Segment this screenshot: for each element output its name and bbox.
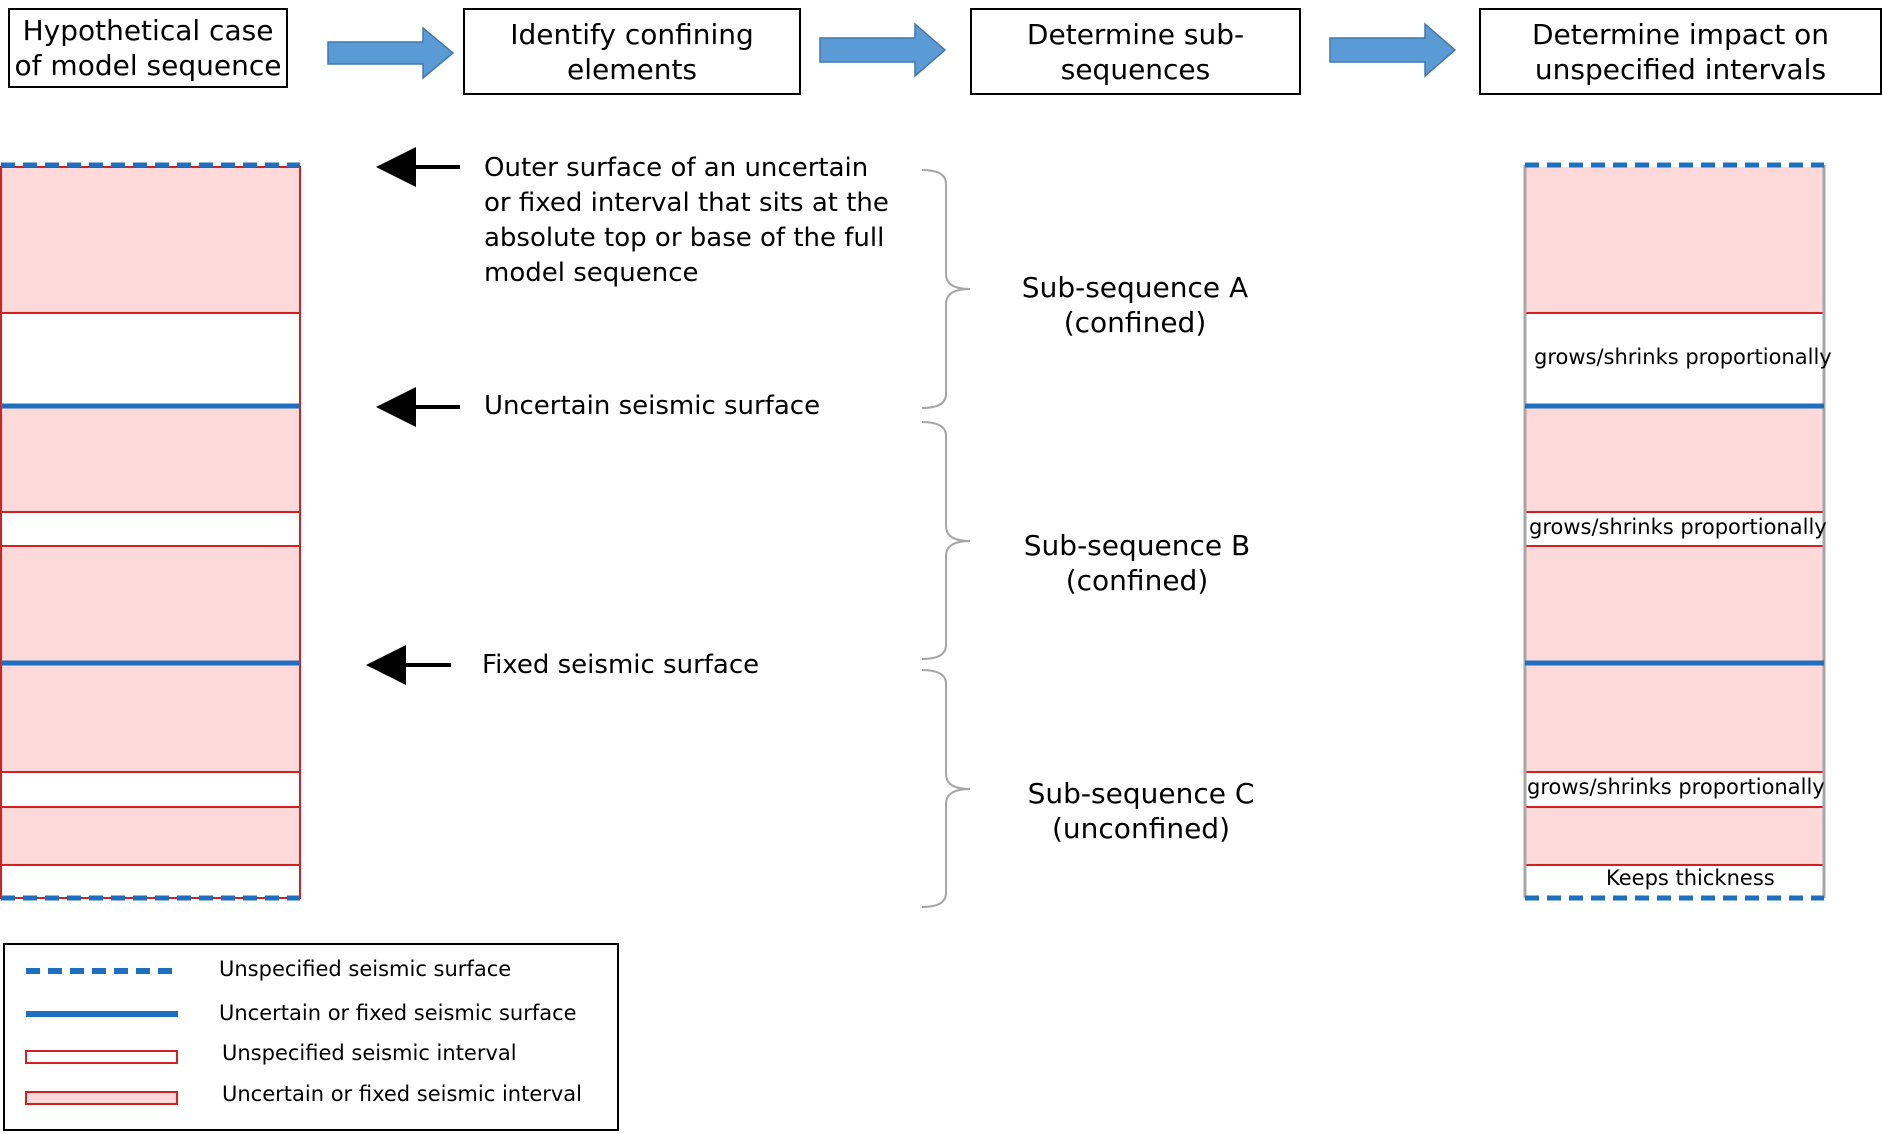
legend-label-uncertain-fixed-surface: Uncertain or fixed seismic surface — [219, 1001, 577, 1025]
annotation-fixed-surface: Fixed seismic surface — [482, 650, 760, 680]
step-label: Hypothetical case of model sequence — [14, 14, 282, 82]
impact-interval-unspecified-4 — [1526, 865, 1823, 898]
interval-unspecified-2 — [0, 511, 301, 547]
legend-swatch-uncertain-fixed-interval — [25, 1091, 178, 1105]
annotation-outer-surface: Outer surface of an uncertain or fixed i… — [484, 153, 889, 288]
legend-label-unspecified-surface: Unspecified seismic surface — [219, 957, 512, 981]
impact-interval-unspecified-1 — [1526, 313, 1823, 406]
flow-arrow-1-icon — [327, 26, 455, 80]
interval-uncertain-5 — [0, 806, 301, 866]
impact-label-grows-a: grows/shrinks proportionally — [1534, 345, 1832, 369]
interval-unspecified-1 — [0, 312, 301, 407]
subsequence-b-label: Sub-sequence B (confined) — [1023, 529, 1251, 597]
interval-uncertain-1 — [0, 166, 301, 314]
impact-interval-uncertain-4 — [1526, 807, 1823, 865]
interval-unspecified-3 — [0, 771, 301, 808]
brace-subsequence-c-icon — [921, 669, 971, 908]
legend-label-unspecified-interval: Unspecified seismic interval — [222, 1041, 517, 1065]
interval-uncertain-2 — [0, 405, 301, 513]
impact-interval-uncertain-2 — [1526, 406, 1823, 512]
impact-interval-unspecified-3 — [1526, 772, 1823, 807]
brace-subsequence-b-icon — [921, 421, 971, 660]
subsequence-a-label: Sub-sequence A (confined) — [1021, 271, 1249, 339]
step-box-determine-subsequences: Determine sub- sequences — [970, 8, 1301, 95]
model-sequence-column — [0, 162, 301, 901]
flow-arrow-2-icon — [819, 22, 947, 78]
impact-interval-unspecified-2 — [1526, 512, 1823, 546]
annotation-uncertain-surface: Uncertain seismic surface — [484, 391, 821, 421]
legend-label-uncertain-fixed-interval: Uncertain or fixed seismic interval — [222, 1082, 583, 1106]
impact-interval-uncertain-3 — [1526, 546, 1823, 772]
impact-label-keeps-thickness: Keeps thickness — [1606, 866, 1775, 890]
step-box-hypothetical-case: Hypothetical case of model sequence — [8, 8, 288, 88]
step-label: Identify confining elements — [510, 17, 754, 86]
step-label: Determine impact on unspecified interval… — [1531, 17, 1830, 86]
flow-arrow-3-icon — [1329, 22, 1457, 78]
step-box-determine-impact: Determine impact on unspecified interval… — [1479, 8, 1882, 95]
impact-label-grows-b: grows/shrinks proportionally — [1529, 515, 1827, 539]
impact-column — [1523, 162, 1826, 901]
step-label: Determine sub- sequences — [1026, 17, 1245, 86]
legend-swatch-unspecified-interval — [25, 1050, 178, 1064]
brace-subsequence-a-icon — [921, 169, 971, 409]
subsequence-c-label: Sub-sequence C (unconfined) — [1027, 777, 1255, 845]
impact-label-grows-c: grows/shrinks proportionally — [1527, 775, 1825, 799]
interval-uncertain-3 — [0, 545, 301, 663]
impact-interval-uncertain-1 — [1526, 167, 1823, 313]
interval-uncertain-4 — [0, 661, 301, 773]
step-box-identify-confining: Identify confining elements — [463, 8, 801, 95]
interval-unspecified-4 — [0, 864, 301, 899]
